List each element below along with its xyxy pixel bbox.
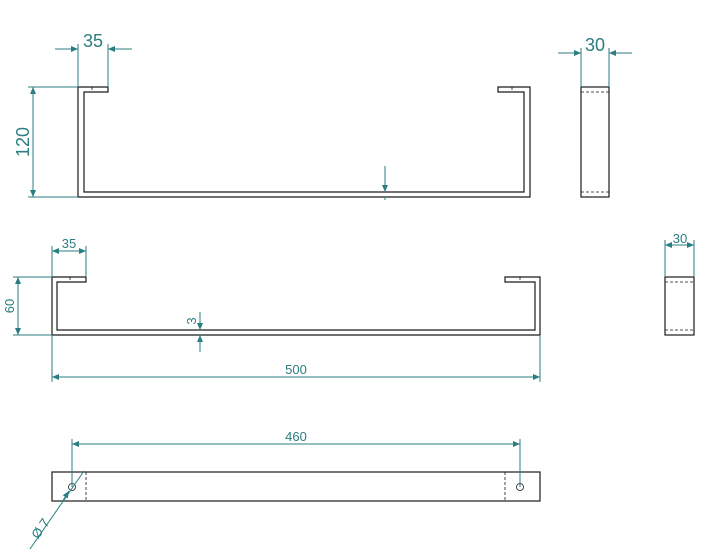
dimension-width-30: 30 — [673, 231, 687, 246]
side-profile-small — [664, 276, 695, 336]
dimension-thickness-3: 3 — [184, 317, 199, 324]
front-view-large: 120 35 — [13, 31, 531, 200]
front-view-small: 60 35 3 500 — [2, 236, 541, 382]
bracket-profile-large — [77, 86, 531, 198]
dimension-hole-spacing-460: 460 — [285, 429, 307, 444]
side-view-small: 30 — [664, 231, 695, 336]
dimension-hole-diameter: Ø 7 — [28, 516, 52, 542]
side-profile-large — [580, 86, 610, 198]
top-view: 460 Ø 7 — [28, 429, 541, 550]
side-view-large: 30 — [558, 35, 632, 198]
dimension-length-500: 500 — [285, 362, 307, 377]
diameter-arrow — [61, 490, 70, 503]
dimension-height-120: 120 — [13, 127, 33, 157]
dimension-flange-35: 35 — [62, 236, 76, 251]
leader-line-hole-diameter — [29, 470, 85, 550]
dimension-flange-35: 35 — [83, 31, 103, 51]
dimension-width-30: 30 — [585, 35, 605, 55]
top-profile — [51, 471, 541, 502]
bracket-profile-small — [51, 276, 541, 336]
dimension-height-60: 60 — [2, 299, 17, 313]
